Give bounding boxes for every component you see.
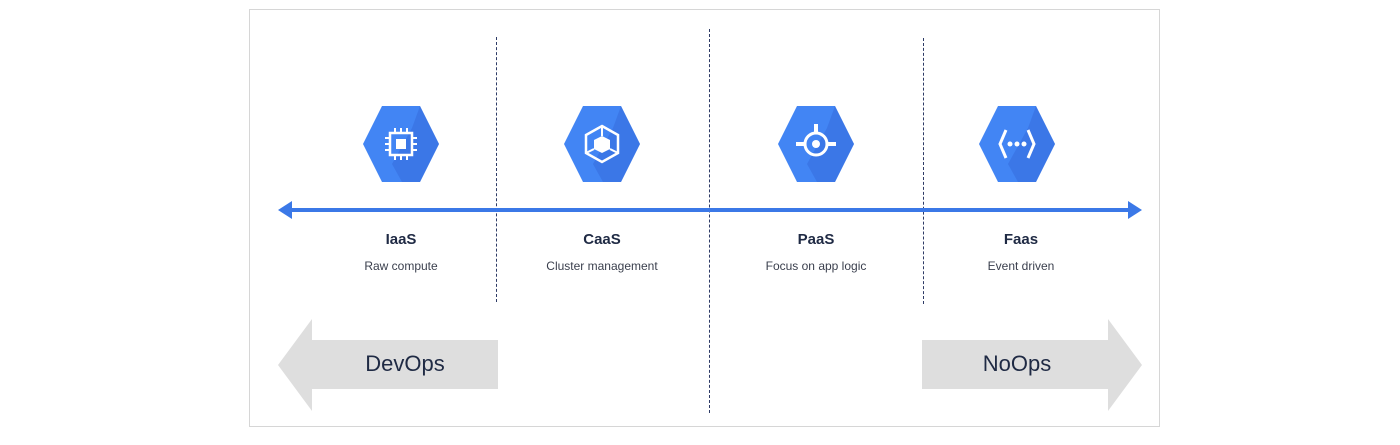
chip-icon bbox=[363, 106, 439, 182]
tier-title-faas: Faas bbox=[1003, 231, 1039, 248]
tier-subtitle-paas: Focus on app logic bbox=[765, 259, 867, 273]
diagram-frame bbox=[249, 9, 1160, 427]
tier-subtitle-caas: Cluster management bbox=[546, 259, 658, 273]
tier-title-iaas: IaaS bbox=[385, 231, 417, 248]
container-cube-icon bbox=[564, 106, 640, 182]
tier-title-caas: CaaS bbox=[583, 231, 621, 248]
divider-iaas-caas bbox=[496, 37, 497, 302]
devops-label: DevOps bbox=[365, 351, 445, 376]
spectrum-axis bbox=[278, 201, 1142, 219]
tier-subtitle-iaas: Raw compute bbox=[364, 259, 438, 273]
devops-arrow bbox=[278, 319, 498, 411]
tier-title-paas: PaaS bbox=[797, 231, 835, 248]
noops-label: NoOps bbox=[982, 351, 1052, 376]
tier-subtitle-faas: Event driven bbox=[987, 259, 1055, 273]
divider-paas-faas bbox=[923, 38, 924, 304]
function-braces-icon bbox=[979, 106, 1055, 182]
noops-arrow bbox=[922, 319, 1142, 411]
divider-caas-paas bbox=[709, 29, 710, 413]
app-engine-icon bbox=[778, 106, 854, 182]
